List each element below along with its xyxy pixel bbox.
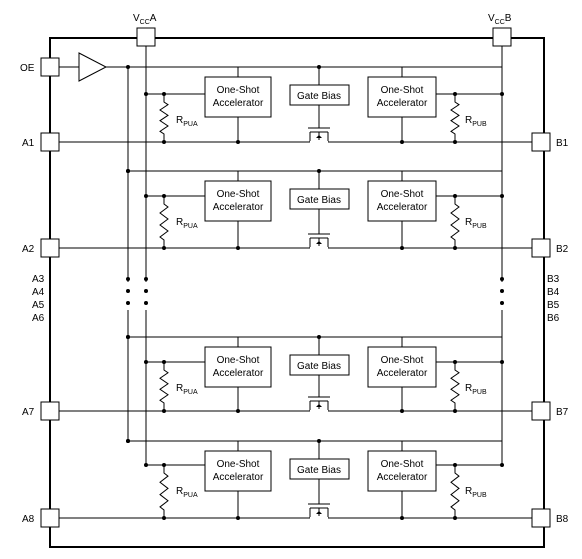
oe-label: OE [20,63,35,74]
a-middle-labels: A3 A4 A5 A6 [32,274,45,324]
pin-a7 [40,401,60,421]
svg-text:B6: B6 [547,313,560,324]
pin-b7 [531,401,551,421]
one-shot-accelerator-b [367,346,437,388]
rpub-label: RPUB [465,217,487,230]
one-shot-accelerator-b [367,76,437,118]
gate-bias-label: Gate Bias [297,91,341,102]
one-shot-accelerator-b [367,450,437,492]
one-shot-accelerator-a [204,76,272,118]
b-middle-labels: B3 B4 B5 B6 [547,274,560,324]
rpub-resistor-icon [450,196,460,248]
accelerator-b-line1: One-Shot [381,85,424,96]
pass-transistor-icon [300,209,338,249]
vccb-bus-ellipsis-icon [500,277,504,281]
gate-bias-label: Gate Bias [297,465,341,476]
accelerator-a-line2: Accelerator [213,202,264,213]
accelerator-b-line1: One-Shot [381,189,424,200]
b-pin-label: B2 [556,244,569,255]
oe-buffer-icon [78,52,108,82]
a-pin-label: A1 [22,138,35,149]
accelerator-a-line1: One-Shot [217,85,260,96]
svg-text:B3: B3 [547,274,560,285]
pass-transistor-icon [300,375,338,412]
rpua-resistor-icon [159,362,169,411]
b-pin-label: B7 [556,407,569,418]
gate-bias-label: Gate Bias [297,361,341,372]
pin-a1 [40,132,60,152]
accelerator-a-line2: Accelerator [213,368,264,379]
svg-text:B4: B4 [547,287,560,298]
vcca-label: VCCA [133,13,157,26]
rpua-label: RPUA [176,486,198,499]
accelerator-a-line1: One-Shot [217,459,260,470]
accelerator-a-line1: One-Shot [217,355,260,366]
accelerator-a-line1: One-Shot [217,189,260,200]
rpua-label: RPUA [176,217,198,230]
pin-b8 [531,508,551,528]
pin-b1 [531,132,551,152]
rpua-label: RPUA [176,383,198,396]
rpub-label: RPUB [465,383,487,396]
rpub-label: RPUB [465,115,487,128]
rpub-resistor-icon [450,362,460,411]
accelerator-b-line1: One-Shot [381,459,424,470]
rpua-resistor-icon [159,94,169,142]
vcca-bus-ellipsis-icon [144,277,148,281]
svg-text:A3: A3 [32,274,45,285]
rpub-resistor-icon [450,465,460,518]
accelerator-a-line2: Accelerator [213,472,264,483]
one-shot-accelerator-a [204,346,272,388]
rpub-label: RPUB [465,486,487,499]
rpub-resistor-icon [450,94,460,142]
vccb-label: VCCB [488,13,512,26]
rpua-resistor-icon [159,465,169,518]
a-pin-label: A2 [22,244,35,255]
oe-pin [40,57,60,77]
accelerator-b-line2: Accelerator [377,202,428,213]
pin-a2 [40,238,60,258]
oe-bus-ellipsis-icon [126,277,130,281]
accelerator-b-line2: Accelerator [377,98,428,109]
pass-transistor-icon [300,479,338,519]
accelerator-b-line2: Accelerator [377,368,428,379]
svg-text:A4: A4 [32,287,45,298]
b-pin-label: B8 [556,514,569,525]
accelerator-a-line2: Accelerator [213,98,264,109]
svg-text:B5: B5 [547,300,560,311]
accelerator-b-line1: One-Shot [381,355,424,366]
rpua-label: RPUA [176,115,198,128]
accelerator-b-line2: Accelerator [377,472,428,483]
b-pin-label: B1 [556,138,569,149]
rpua-resistor-icon [159,196,169,248]
one-shot-accelerator-a [204,180,272,222]
a-pin-label: A7 [22,407,35,418]
gate-bias-label: Gate Bias [297,195,341,206]
svg-text:A5: A5 [32,300,45,311]
pin-b2 [531,238,551,258]
svg-text:A6: A6 [32,313,45,324]
pin-a8 [40,508,60,528]
one-shot-accelerator-b [367,180,437,222]
pass-transistor-icon [300,105,338,143]
vcca-pin [136,27,156,47]
a-pin-label: A8 [22,514,35,525]
chip-outline [49,37,545,548]
vccb-pin [492,27,512,47]
one-shot-accelerator-a [204,450,272,492]
